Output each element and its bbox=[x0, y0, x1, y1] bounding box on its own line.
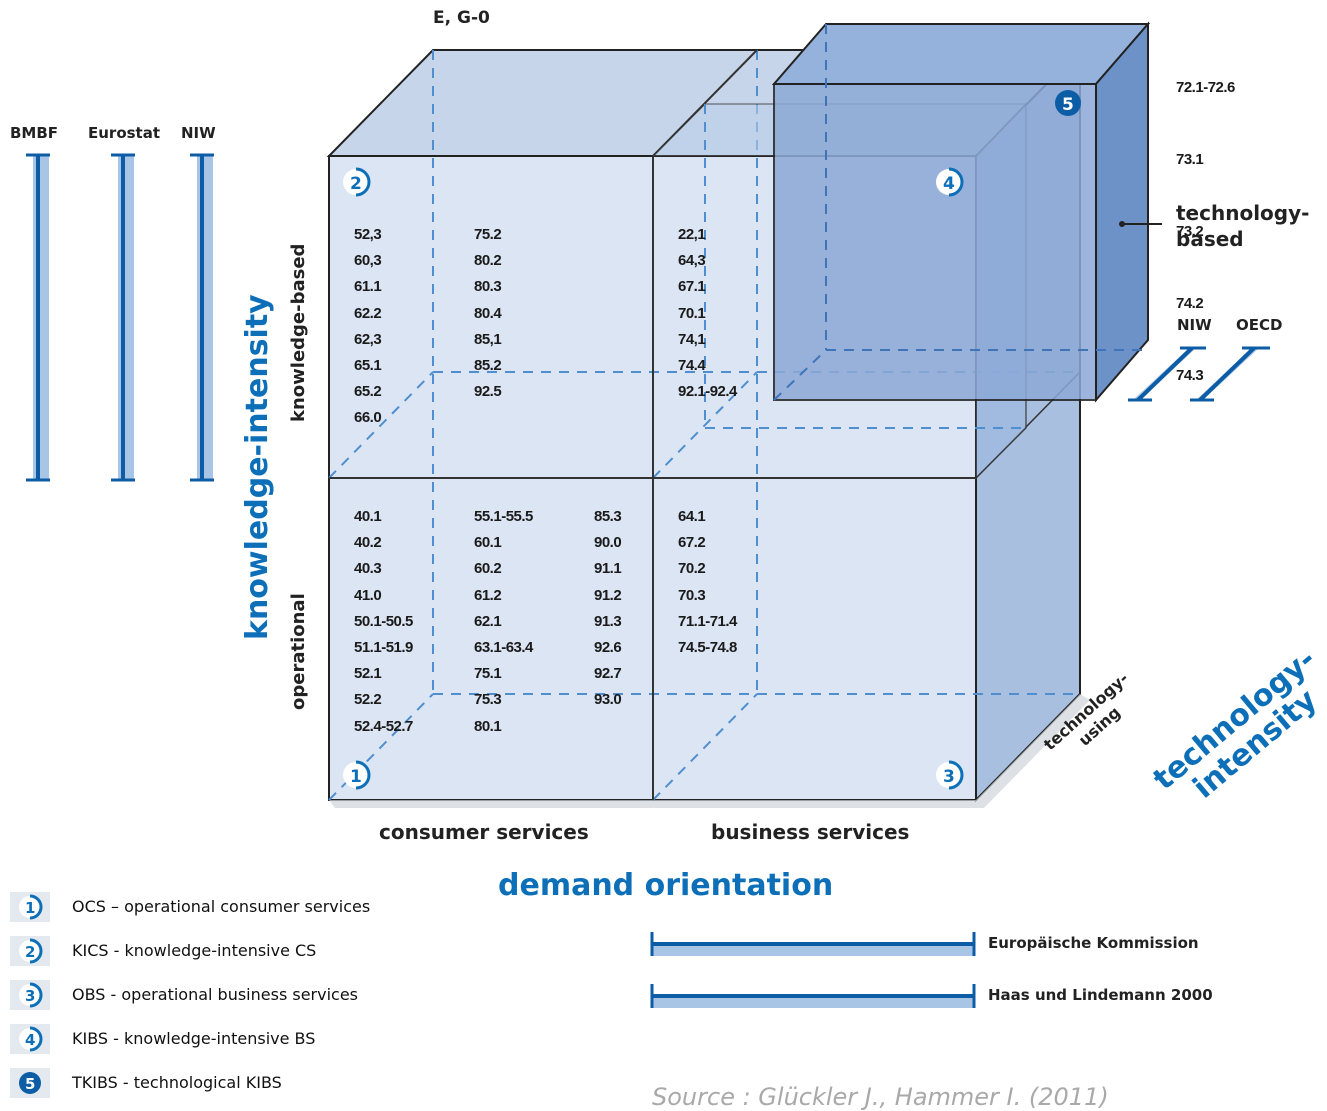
svg-text:1: 1 bbox=[25, 899, 35, 917]
legend-text: OBS - operational business services bbox=[72, 985, 359, 1004]
nace-codes-top-right: 72.1-72.6 73.1 73.2 74.2 74.3 bbox=[1176, 28, 1235, 412]
svg-text:5: 5 bbox=[1062, 95, 1074, 115]
kibs-codes: 22,1 64,3 67.1 70.1 74,1 74.4 92.1-92.4 bbox=[678, 226, 737, 401]
legend-icon-4: 4 bbox=[10, 1024, 50, 1054]
legend-item: 3 OBS - operational business services bbox=[10, 980, 430, 1010]
svg-text:3: 3 bbox=[25, 987, 35, 1005]
svg-text:1: 1 bbox=[350, 767, 362, 787]
cube5-front-face bbox=[773, 83, 1097, 401]
svg-text:4: 4 bbox=[25, 1031, 35, 1049]
bar-label-haas-lindemann: Haas und Lindemann 2000 bbox=[988, 986, 1213, 1004]
legend-marker-3: 3 bbox=[19, 982, 43, 1008]
right-source-bars bbox=[1128, 346, 1270, 402]
legend-marker-4: 4 bbox=[19, 1026, 43, 1052]
cell-marker-1: 1 bbox=[343, 760, 371, 790]
legend-icon-1: 1 bbox=[10, 892, 50, 922]
legend-marker-5: 5 bbox=[19, 1072, 41, 1094]
legend-icon-2: 2 bbox=[10, 936, 50, 966]
demand-orientation-axis-label: demand orientation bbox=[498, 868, 834, 903]
legend-text: OCS – operational consumer services bbox=[72, 897, 371, 916]
obs-codes: 64.1 67.2 70.2 70.3 71.1-71.4 74.5-74.8 bbox=[678, 508, 737, 657]
nace-code: 73.1 bbox=[1176, 151, 1204, 168]
legend-icon-5: 5 bbox=[10, 1068, 50, 1098]
technology-based-label: technology- based bbox=[1176, 200, 1309, 252]
kics-codes-col1: 52,3 60,3 61.1 62.2 62,3 65.1 65.2 66.0 bbox=[354, 226, 382, 427]
cube5-side-face bbox=[1095, 21, 1149, 403]
svg-text:3: 3 bbox=[943, 767, 955, 787]
legend-item: 2 KICS - knowledge-intensive CS bbox=[10, 936, 430, 966]
legend-icon-3: 3 bbox=[10, 980, 50, 1010]
cell-marker-5: 5 bbox=[1055, 90, 1081, 116]
consumer-services-label: consumer services bbox=[379, 820, 589, 844]
source-label-oecd: OECD bbox=[1236, 316, 1283, 334]
cell-markers: 2 4 1 3 5 bbox=[343, 90, 1081, 790]
svg-text:4: 4 bbox=[943, 174, 955, 194]
svg-text:2: 2 bbox=[350, 174, 362, 194]
horizontal-source-bars bbox=[650, 932, 976, 1008]
source-label-bmbf: BMBF bbox=[10, 124, 59, 142]
ocs-codes-col1: 40.1 40.2 40.3 41.0 50.1-50.5 51.1-51.9 … bbox=[354, 508, 413, 735]
legend-item: 1 OCS – operational consumer services bbox=[10, 892, 430, 922]
legend-text: KIBS - knowledge-intensive BS bbox=[72, 1029, 316, 1048]
business-services-label: business services bbox=[711, 820, 910, 844]
operational-label: operational bbox=[288, 593, 309, 710]
nace-code: 74.2 bbox=[1176, 295, 1204, 312]
bar-label-european-commission: Europäische Kommission bbox=[988, 934, 1199, 952]
kics-codes-col2: 75.2 80.2 80.3 80.4 85,1 85.2 92.5 bbox=[474, 226, 502, 401]
technology-based-line1: technology- bbox=[1176, 201, 1310, 225]
knowledge-intensity-axis-label: knowledge-intensity bbox=[240, 294, 275, 640]
ocs-codes-col2: 55.1-55.5 60.1 60.2 61.2 62.1 63.1-63.4 … bbox=[474, 508, 533, 735]
cell-marker-2: 2 bbox=[343, 167, 371, 197]
svg-text:5: 5 bbox=[25, 1075, 35, 1093]
legend-text: KICS - knowledge-intensive CS bbox=[72, 941, 317, 960]
legend-marker-2: 2 bbox=[19, 938, 43, 964]
technology-based-line2: based bbox=[1176, 227, 1244, 251]
source-label-eurostat: Eurostat bbox=[88, 124, 161, 142]
legend-text: TKIBS - technological KIBS bbox=[72, 1073, 282, 1092]
cell-marker-3: 3 bbox=[936, 760, 964, 790]
left-source-bars bbox=[26, 153, 214, 482]
ocs-codes-col3: 85.3 90.0 91.1 91.2 91.3 92.6 92.7 93.0 bbox=[594, 508, 622, 709]
legend-marker-1: 1 bbox=[19, 894, 43, 920]
nace-code: 72.1-72.6 bbox=[1176, 79, 1235, 96]
cube5-top-face bbox=[771, 23, 1151, 85]
legend-item: 4 KIBS - knowledge-intensive BS bbox=[10, 1024, 430, 1054]
legend-item: 5 TKIBS - technological KIBS bbox=[10, 1068, 430, 1098]
top-label: E, G-0 bbox=[433, 8, 490, 28]
knowledge-based-label: knowledge-based bbox=[288, 243, 309, 422]
source-label-niw-right: NIW bbox=[1177, 316, 1212, 334]
nace-code: 74.3 bbox=[1176, 367, 1204, 384]
source-label-niw-left: NIW bbox=[181, 124, 216, 142]
nace-code: 73.2 bbox=[1176, 223, 1204, 240]
cell-marker-4: 4 bbox=[936, 167, 964, 197]
svg-text:2: 2 bbox=[25, 943, 35, 961]
source-citation: Source : Glückler J., Hammer I. (2011) bbox=[652, 1083, 1109, 1111]
